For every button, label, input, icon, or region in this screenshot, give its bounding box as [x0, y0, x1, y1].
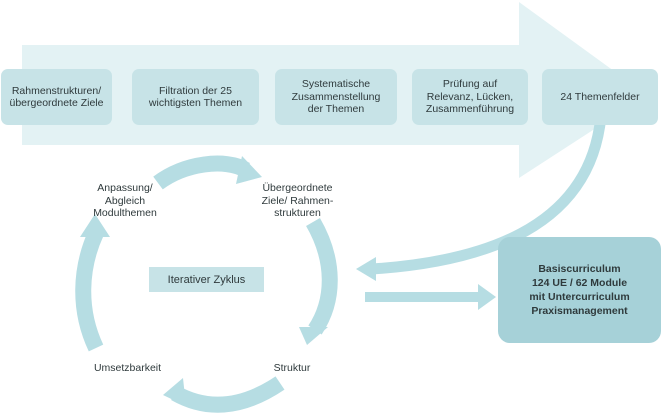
- cycle-arrow-bottom: [171, 376, 285, 413]
- cycle-arrow-heads: [80, 156, 328, 406]
- result-box: Basiscurriculum 124 UE / 62 Module mit U…: [498, 237, 661, 343]
- cycle-arrow-right: [305, 217, 338, 335]
- process-step-1: Rahmenstrukturen/übergeordnete Ziele: [1, 69, 112, 125]
- feedback-arrow-head: [356, 257, 376, 281]
- cycle-node-bottom-left: Umsetzbarkeit: [93, 362, 162, 374]
- cycle-node-bottom-right: Struktur: [273, 362, 311, 374]
- cycle-arrow-top: [153, 155, 250, 190]
- feedback-curve-arrow: [371, 123, 606, 275]
- process-step-5: 24 Themenfelder: [542, 69, 658, 125]
- cycle-head-right: [299, 327, 328, 345]
- result-line-3: mit Untercurriculum: [529, 291, 630, 303]
- cycle-arrow-left: [75, 229, 104, 352]
- cycle-head-bottom: [163, 378, 186, 406]
- to-result-arrow-head: [478, 284, 496, 310]
- result-line-4: Praxismanagement: [531, 305, 628, 317]
- result-line-2: 124 UE / 62 Module: [531, 277, 628, 289]
- cycle-head-left: [80, 214, 110, 237]
- cycle-head-top: [236, 156, 262, 184]
- result-title: Basiscurriculum: [538, 263, 621, 275]
- cycle-center-label: Iterativer Zyklus: [149, 267, 264, 292]
- to-result-arrow-shaft: [365, 292, 480, 302]
